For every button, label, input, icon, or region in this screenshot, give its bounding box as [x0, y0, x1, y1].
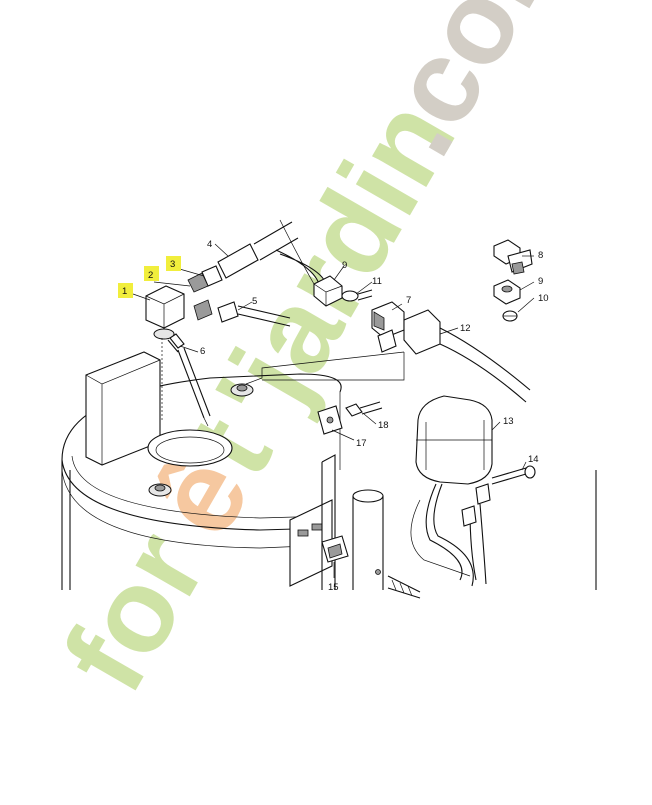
callout-11: 11 — [372, 276, 382, 287]
callout-highlights — [118, 256, 181, 298]
part-3-fitting — [187, 265, 223, 293]
callout-8: 8 — [538, 250, 543, 261]
callout-14: 14 — [528, 454, 539, 465]
callout-10: 10 — [538, 293, 549, 304]
callout-4: 4 — [207, 239, 212, 250]
tank — [61, 351, 597, 590]
callout-6: 6 — [200, 346, 205, 357]
callout-12: 12 — [460, 323, 471, 334]
callout-1: 1 — [122, 286, 127, 297]
part-8-tee — [493, 239, 533, 275]
part-10-olive — [502, 310, 518, 322]
svg-text:for: for — [38, 511, 231, 713]
callout-2-highlight — [144, 266, 159, 281]
leader-lines — [132, 243, 535, 578]
part-7-tee — [371, 301, 441, 355]
part-6-probe — [167, 333, 211, 427]
part-12-pipe — [439, 327, 531, 403]
callout-17: 17 — [356, 438, 367, 449]
part-11-olive — [341, 289, 373, 302]
callout-3: 3 — [170, 259, 175, 270]
tank-nut-front — [148, 483, 172, 497]
part-9-nut-b — [493, 279, 521, 305]
callout-2: 2 — [148, 270, 153, 281]
callout-9a: 9 — [342, 260, 347, 271]
callout-1-highlight — [118, 283, 133, 298]
watermark-logo: for ê t ' jardin .com — [38, 0, 600, 713]
tank-nut-top — [230, 383, 254, 397]
part-1-cap — [145, 285, 185, 340]
callout-numbers: 1 2 3 4 5 6 7 8 9 10 9 11 12 13 14 15 17… — [122, 239, 549, 593]
part-18-bolt — [345, 401, 383, 417]
part-17-clip — [317, 405, 343, 435]
part-5-fitting — [193, 299, 291, 327]
callout-3-highlight — [166, 256, 181, 271]
callout-13: 13 — [503, 416, 514, 427]
vertical-pipe — [352, 489, 421, 599]
part-13-control — [415, 395, 493, 485]
callout-15: 15 — [328, 582, 339, 593]
callout-5: 5 — [252, 296, 257, 307]
callout-9b: 9 — [538, 276, 543, 287]
callout-7: 7 — [406, 295, 411, 306]
part-15-clip — [321, 535, 349, 563]
callout-18: 18 — [378, 420, 389, 431]
part-14-screw — [491, 465, 536, 485]
cables — [410, 483, 491, 587]
